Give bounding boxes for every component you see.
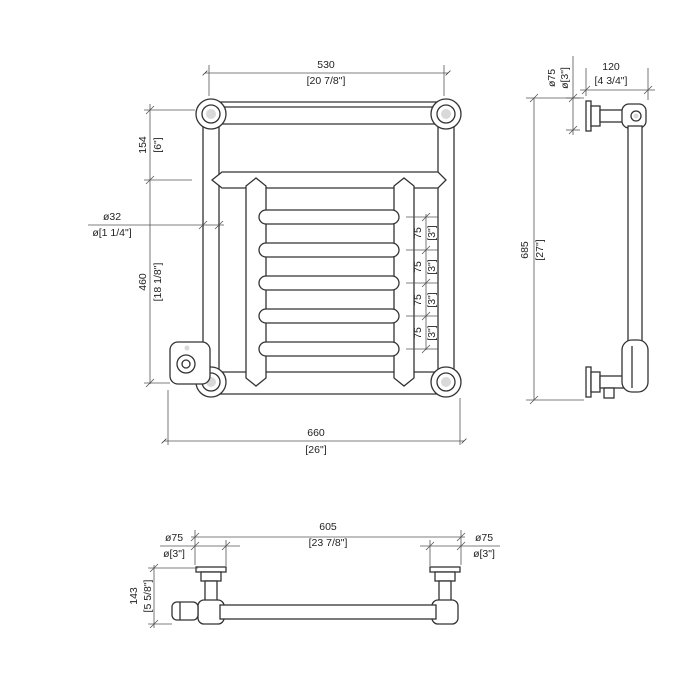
inner-post-right xyxy=(393,177,415,387)
front-overall-inch-label: [26"] xyxy=(305,444,326,456)
heating-element-box xyxy=(169,341,211,385)
front-pipe-dia-label: ø32 xyxy=(103,211,121,223)
pitch-inch-label-3: [3"] xyxy=(426,292,438,307)
front-overall-label: 660 xyxy=(307,427,325,439)
side-vertical-pipe xyxy=(627,125,643,349)
dim-plan-right-flange xyxy=(420,540,500,566)
side-height-inch-label: [27"] xyxy=(534,239,546,260)
pitch-label-2: 75 xyxy=(412,261,424,273)
pitch-label-3: 75 xyxy=(412,294,424,306)
dim-front-overall xyxy=(161,390,467,445)
side-bottom-bracket xyxy=(585,339,649,399)
side-top-bracket xyxy=(585,100,647,132)
plan-span-inch-label: [23 7/8"] xyxy=(309,537,348,549)
front-width-inch-label: [20 7/8"] xyxy=(307,75,346,87)
side-view xyxy=(526,56,655,405)
front-top-gap-inch-label: [6"] xyxy=(152,137,164,152)
dim-front-verticals xyxy=(144,104,195,388)
towel-bar-4 xyxy=(258,308,400,324)
front-pipe-dia-inch-label: ø[1 1/4"] xyxy=(92,227,131,239)
towel-bar-5 xyxy=(258,341,400,357)
plan-right-flange-inch-label: ø[3"] xyxy=(473,548,495,560)
inner-post-left xyxy=(245,177,267,387)
plan-horizontal-pipe xyxy=(219,604,437,620)
dim-pipe-diameter xyxy=(88,220,224,230)
plan-view xyxy=(148,530,500,629)
front-view xyxy=(88,65,467,445)
plan-depth-inch-label: [5 5/8"] xyxy=(142,579,154,612)
top-rail xyxy=(211,101,447,125)
dim-plan-depth xyxy=(148,563,198,629)
plan-left-flange-label: ø75 xyxy=(165,532,183,544)
dim-side-flange xyxy=(566,56,580,135)
pitch-inch-label-1: [3"] xyxy=(426,225,438,240)
side-height-label: 685 xyxy=(519,241,531,259)
dim-bar-pitch xyxy=(406,212,438,354)
pitch-inch-label-4: [3"] xyxy=(426,325,438,340)
wall-mount-bottom-right xyxy=(430,366,462,398)
pitch-label-1: 75 xyxy=(412,227,424,239)
side-flange-inch-label: ø[3"] xyxy=(559,67,571,89)
plan-span-label: 605 xyxy=(319,521,337,533)
front-lower-label: 460 xyxy=(137,273,149,291)
pitch-label-4: 75 xyxy=(412,327,424,339)
right-pipe xyxy=(437,117,455,385)
plan-right-flange-label: ø75 xyxy=(475,532,493,544)
side-depth-inch-label: [4 3/4"] xyxy=(595,75,628,87)
plan-left-flange-inch-label: ø[3"] xyxy=(163,548,185,560)
towel-bar-3 xyxy=(258,275,400,291)
plan-heating-element xyxy=(171,601,199,621)
wall-mount-top-left xyxy=(195,98,227,130)
dim-plan-span xyxy=(190,530,466,565)
middle-crossbar xyxy=(210,171,447,189)
front-lower-inch-label: [18 1/8"] xyxy=(152,263,164,302)
plan-depth-label: 143 xyxy=(128,587,140,605)
front-top-gap-label: 154 xyxy=(137,136,149,154)
wall-mount-top-right xyxy=(430,98,462,130)
dim-side-depth xyxy=(580,68,655,100)
dim-front-width xyxy=(202,65,451,96)
side-flange-label: ø75 xyxy=(546,69,558,87)
pitch-inch-label-2: [3"] xyxy=(426,259,438,274)
dim-plan-left-flange xyxy=(160,540,240,566)
front-width-label: 530 xyxy=(317,59,335,71)
towel-bar-1 xyxy=(258,209,400,225)
side-depth-label: 120 xyxy=(602,61,620,73)
towel-bar-2 xyxy=(258,242,400,258)
plan-right-bracket xyxy=(429,566,461,625)
